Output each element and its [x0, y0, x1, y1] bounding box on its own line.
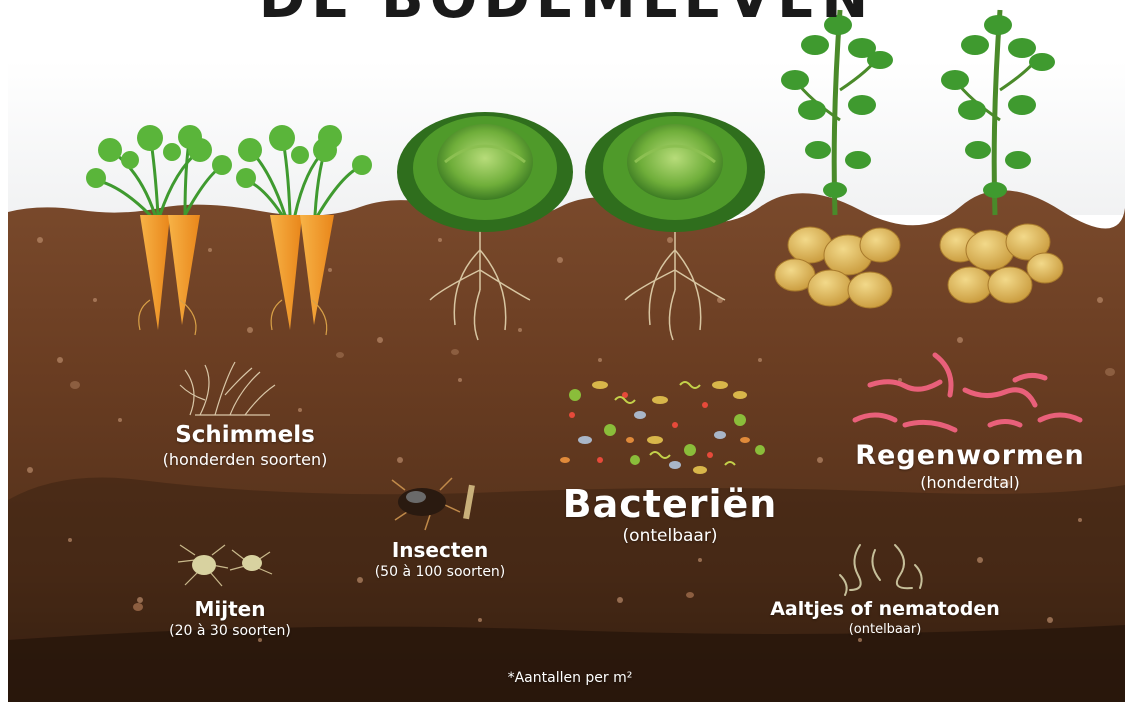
fungi-name: Schimmels — [130, 422, 360, 448]
label-insects: Insecten (50 à 100 soorten) — [330, 538, 550, 580]
mites-name: Mijten — [130, 597, 330, 621]
earthworms-count: (honderdtal) — [835, 473, 1105, 492]
nematodes-count: (ontelbaar) — [740, 622, 1030, 637]
bacteria-name: Bacteriën — [520, 482, 820, 526]
earthworms-name: Regenwormen — [835, 440, 1105, 471]
label-fungi: Schimmels (honderden soorten) — [130, 422, 360, 469]
label-earthworms: Regenwormen (honderdtal) — [835, 440, 1105, 492]
mites-count: (20 à 30 soorten) — [130, 623, 330, 639]
label-mites: Mijten (20 à 30 soorten) — [130, 597, 330, 639]
label-nematodes: Aaltjes of nematoden (ontelbaar) — [740, 598, 1030, 637]
nematodes-name: Aaltjes of nematoden — [740, 598, 1030, 620]
insects-name: Insecten — [330, 538, 550, 562]
bacteria-count: (ontelbaar) — [520, 526, 820, 546]
poster-title: DE BODEMLEVEN — [0, 0, 1133, 31]
label-bacteria: Bacteriën (ontelbaar) — [520, 482, 820, 546]
footnote: *Aantallen per m² — [440, 670, 700, 686]
insects-count: (50 à 100 soorten) — [330, 564, 550, 580]
fungi-count: (honderden soorten) — [130, 450, 360, 469]
